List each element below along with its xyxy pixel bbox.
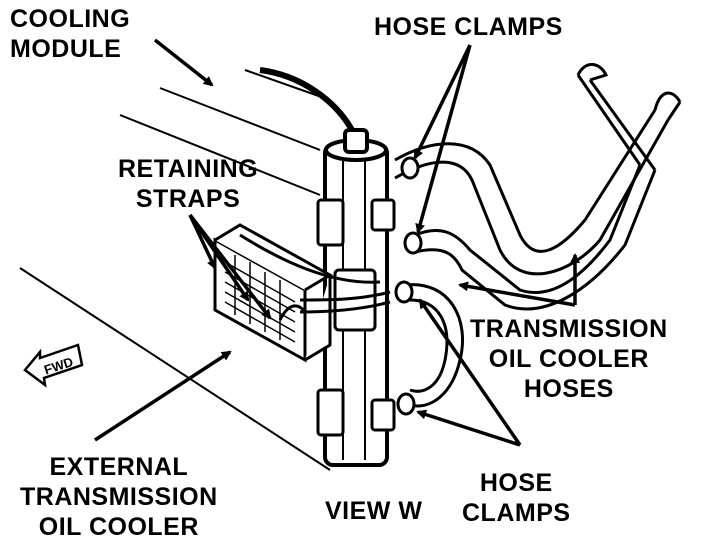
retaining-straps: [239, 233, 391, 314]
retaining-straps-line-2: STRAPS: [135, 185, 241, 213]
transmission-hoses-line-3: HOSES: [523, 375, 614, 403]
hose-clamps-top-label: HOSE CLAMPS: [374, 12, 563, 42]
hose-clamps-bottom-line-2: CLAMPS: [462, 499, 571, 527]
external-cooler-line-3: OIL COOLER: [38, 513, 199, 541]
fwd-arrow-symbol: [23, 343, 84, 388]
leader-arrows: [94, 38, 580, 447]
cooling-module-line-1: COOLING: [10, 5, 131, 33]
view-label: VIEW W: [325, 496, 422, 526]
retaining-straps-label: RETAINING STRAPS: [118, 154, 258, 214]
transmission-hoses-line-1: TRANSMISSION: [470, 315, 668, 343]
hose-clamps-bottom-label: HOSE CLAMPS: [462, 468, 571, 528]
radiator-top-tank: [259, 67, 355, 132]
cooling-module-label: COOLING MODULE: [10, 4, 130, 64]
upper-cooler-hose: [394, 91, 682, 276]
external-cooler-label: EXTERNAL TRANSMISSION OIL COOLER: [20, 452, 218, 542]
retaining-straps-line-1: RETAINING: [118, 155, 259, 183]
upper-cooler-hose-2: [414, 63, 657, 311]
external-cooler-line-2: TRANSMISSION: [20, 483, 218, 511]
external-cooler-line-1: EXTERNAL: [49, 453, 189, 481]
cooling-module-line-2: MODULE: [10, 35, 122, 63]
hose-clamps-top-text: HOSE CLAMPS: [374, 13, 563, 41]
tank-brackets: [316, 198, 396, 437]
view-text: VIEW W: [325, 497, 423, 525]
transmission-hoses-line-2: OIL COOLER: [488, 345, 649, 373]
hose-clamps-bottom-line-1: HOSE: [479, 469, 553, 497]
external-oil-cooler: [213, 223, 333, 363]
lower-cooler-hose: [404, 283, 465, 408]
hose-clamp-rings: [394, 156, 423, 416]
transmission-hoses-label: TRANSMISSION OIL COOLER HOSES: [470, 314, 668, 404]
